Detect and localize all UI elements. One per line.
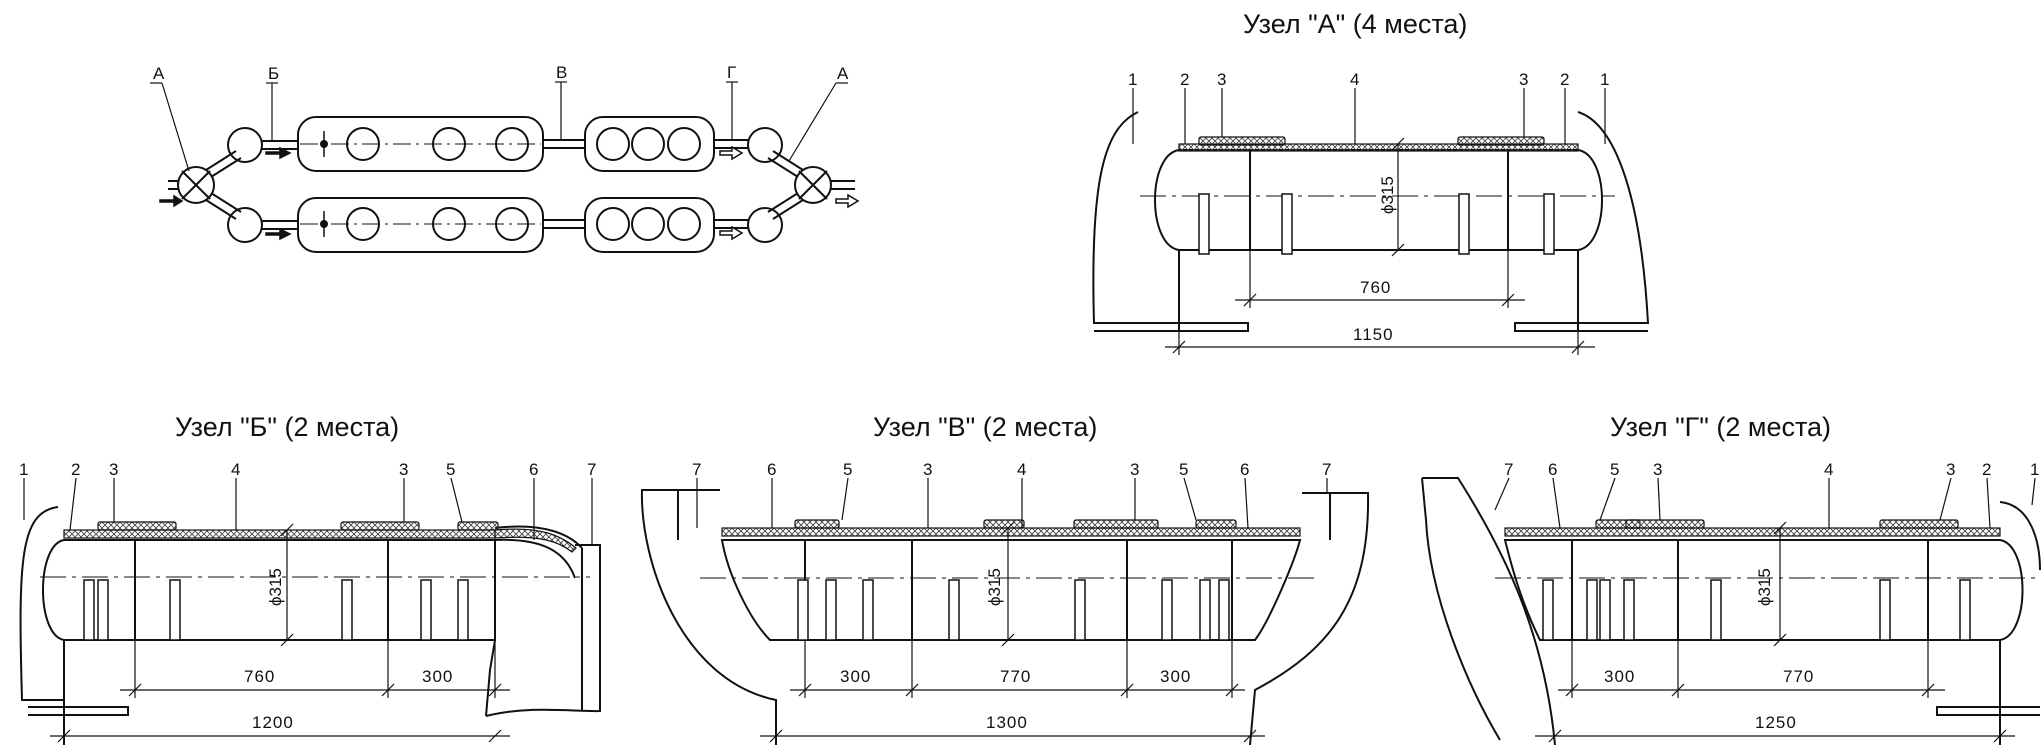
node-a-callout-2-left: 2: [1180, 70, 1189, 89]
node-b-callout-5: 5: [446, 460, 455, 479]
overview-label-g: Г: [727, 63, 736, 82]
node-a-callout-2-right: 2: [1560, 70, 1569, 89]
outflow-arrow-icon: [835, 193, 860, 209]
overview-schematic: [168, 116, 855, 253]
node-b-callout-2: 2: [71, 460, 80, 479]
inlet-junction-circle: [177, 166, 215, 204]
node-b-callout-3-right: 3: [399, 460, 408, 479]
node-b-callout-1: 1: [19, 460, 28, 479]
overview-label-b: Б: [268, 64, 279, 83]
node-g-dim-1250: 1250: [1755, 713, 1797, 732]
node-v-callout-5-left: 5: [843, 460, 852, 479]
node-b-dim-300: 300: [422, 667, 453, 686]
node-g-callout-7: 7: [1504, 460, 1513, 479]
node-v-callout-5-right: 5: [1179, 460, 1188, 479]
node-a-diameter: ϕ315: [1378, 176, 1397, 214]
inflow-arrow-icon: [265, 146, 292, 160]
outlet-junction-circle: [794, 166, 832, 204]
node-v-title: Узел "В" (2 места): [873, 412, 1097, 442]
node-v-callout-7-left: 7: [692, 460, 701, 479]
node-v-callout-3-left: 3: [923, 460, 932, 479]
node-a-callout-3-right: 3: [1519, 70, 1528, 89]
node-b-callout-6: 6: [529, 460, 538, 479]
node-v-callout-7-right: 7: [1322, 460, 1331, 479]
node-v-callout-4: 4: [1017, 460, 1026, 479]
node-v-detail: Узел "В" (2 места) ϕ31: [640, 412, 1370, 745]
node-a-callout-3-left: 3: [1217, 70, 1226, 89]
node-v-dim-300-right: 300: [1160, 667, 1191, 686]
node-a-callout-1-left: 1: [1128, 70, 1137, 89]
node-a-title: Узел "А" (4 места): [1243, 9, 1467, 39]
node-b-dim-760: 760: [244, 667, 275, 686]
node-a-callout-4: 4: [1350, 70, 1359, 89]
overview-label-a-right: А: [837, 64, 849, 83]
node-v-dim-1300: 1300: [986, 713, 1028, 732]
node-g-callout-3-left: 3: [1653, 460, 1662, 479]
node-b-callout-4: 4: [231, 460, 240, 479]
node-g-callout-5: 5: [1610, 460, 1619, 479]
node-g-callout-1: 1: [2030, 460, 2039, 479]
overview-label-v: В: [556, 63, 567, 82]
node-a-detail: Узел "А" (4 места) ϕ315: [1092, 9, 1650, 355]
node-v-diameter: ϕ315: [985, 568, 1004, 606]
node-v-dim-770: 770: [1000, 667, 1031, 686]
node-g-callout-2: 2: [1982, 460, 1991, 479]
node-v-dim-300-left: 300: [840, 667, 871, 686]
node-g-title: Узел "Г" (2 места): [1610, 412, 1831, 442]
node-g-dim-770: 770: [1783, 667, 1814, 686]
outflow-arrow-icon: [719, 145, 744, 161]
node-a-dim-760: 760: [1360, 278, 1391, 297]
node-v-callout-6-right: 6: [1240, 460, 1249, 479]
node-b-diameter: ϕ315: [266, 568, 285, 606]
node-g-callout-6: 6: [1548, 460, 1557, 479]
node-a-dim-1150: 1150: [1353, 325, 1394, 344]
node-g-diameter: ϕ315: [1755, 568, 1774, 606]
node-v-callout-6-left: 6: [767, 460, 776, 479]
node-b-title: Узел "Б" (2 места): [175, 412, 399, 442]
outflow-arrow-icon: [719, 225, 744, 241]
inflow-arrow-icon: [159, 194, 184, 208]
node-b-dim-1200: 1200: [252, 713, 294, 732]
inflow-arrow-icon: [265, 227, 292, 241]
node-v-callout-3-right: 3: [1130, 460, 1139, 479]
flow-arrows: [159, 145, 860, 241]
node-b-detail: Узел "Б" (2 места): [19, 412, 601, 745]
node-b-callout-3-left: 3: [109, 460, 118, 479]
node-a-callout-1-right: 1: [1600, 70, 1609, 89]
node-b-callout-7: 7: [587, 460, 596, 479]
node-g-detail: Узел "Г" (2 места) ϕ315: [1421, 412, 2041, 745]
node-g-dim-300: 300: [1604, 667, 1635, 686]
node-g-callout-3-right: 3: [1946, 460, 1955, 479]
node-g-callout-4: 4: [1824, 460, 1833, 479]
overview-label-a-left: А: [153, 64, 165, 83]
